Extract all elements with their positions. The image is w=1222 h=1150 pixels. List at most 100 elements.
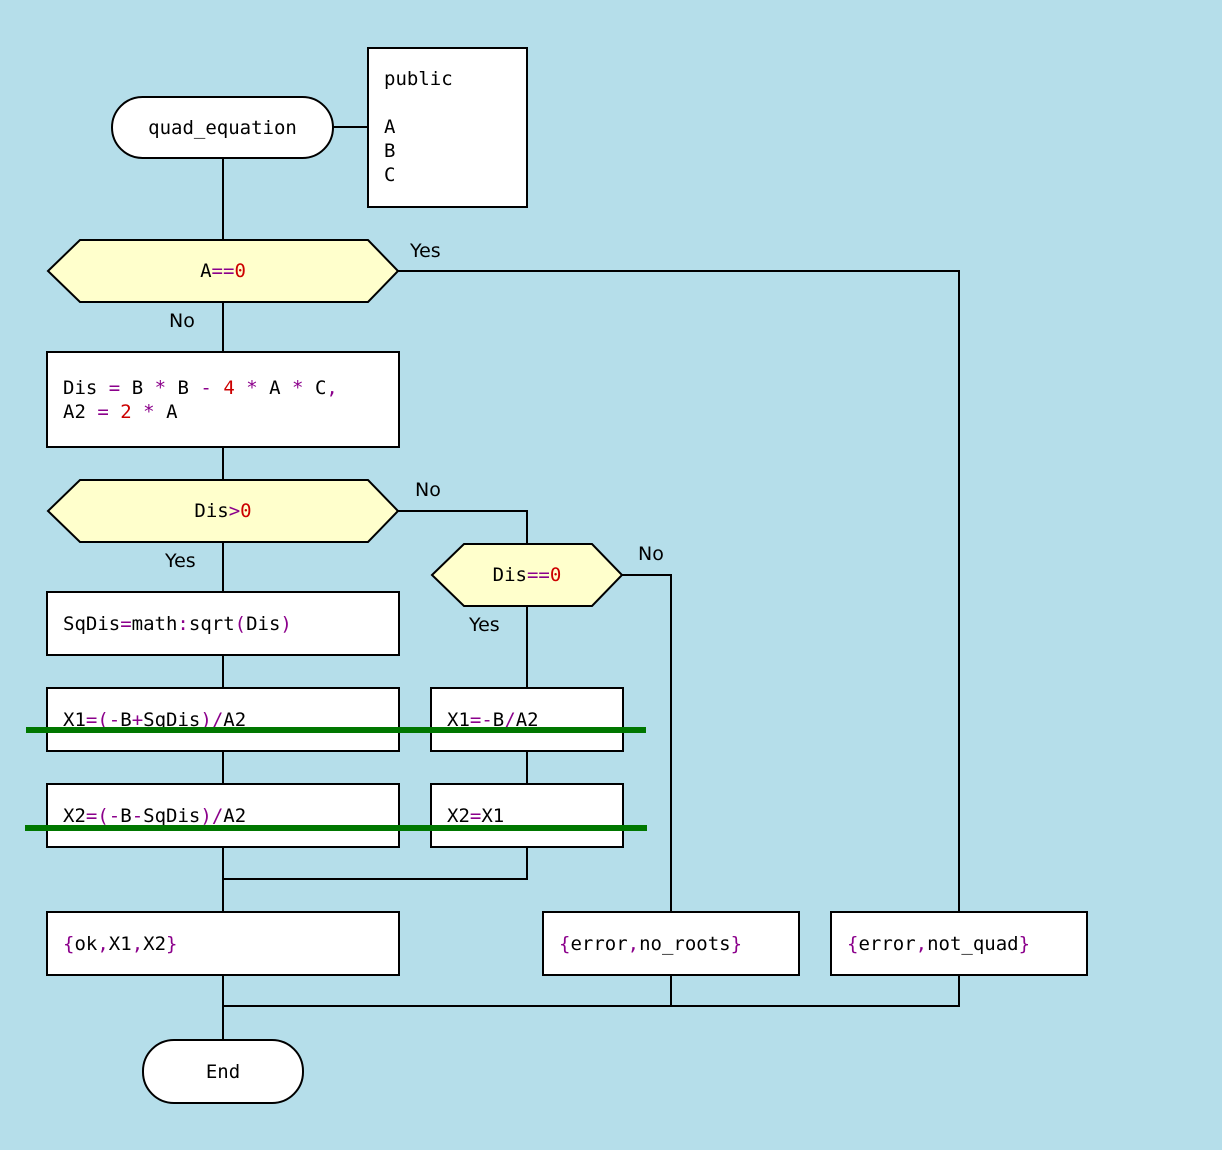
- token: =: [469, 708, 482, 731]
- token: X2: [143, 932, 167, 955]
- token: no_roots: [639, 932, 731, 955]
- token: SqDis: [63, 612, 121, 635]
- token: =: [469, 804, 482, 827]
- token: *: [292, 376, 304, 399]
- token: Dis: [246, 612, 281, 635]
- token: ,: [131, 932, 144, 955]
- token: +: [131, 708, 144, 731]
- token: {: [559, 932, 571, 955]
- yes-label: Yes: [410, 240, 441, 262]
- strikethrough-line: [25, 825, 647, 831]
- token: :: [177, 612, 189, 635]
- token: {: [63, 932, 75, 955]
- token: -: [131, 804, 144, 827]
- token: }: [166, 932, 178, 955]
- token: ): [200, 804, 212, 827]
- yes-label: Yes: [165, 550, 196, 572]
- token: -: [200, 376, 212, 399]
- token: X1: [481, 804, 505, 827]
- token: B: [120, 708, 132, 731]
- result-no-roots[interactable]: {error, no_roots}: [542, 911, 800, 976]
- token: -: [481, 708, 493, 731]
- token: >: [228, 500, 241, 522]
- token: Dis: [492, 564, 527, 586]
- params-title: public: [384, 68, 453, 90]
- strikethrough-line: [26, 727, 646, 733]
- no-label: No: [638, 543, 664, 565]
- token: 2: [120, 400, 132, 423]
- process-x2-two-roots[interactable]: X2 = (-B - SqDis) / A2: [46, 783, 400, 848]
- token: =: [120, 612, 132, 635]
- decision-dis-gt-0-shape: [46, 479, 400, 543]
- token: (: [234, 612, 247, 635]
- params-box[interactable]: public A B C: [367, 47, 528, 208]
- result-ok[interactable]: {ok, X1, X2}: [46, 911, 400, 976]
- process-dis-a2[interactable]: Dis = B * B - 4 * A * C, A2 = 2 * A: [46, 351, 400, 448]
- token: sqrt: [188, 612, 235, 635]
- decision-a-eq-0-shape: [46, 239, 400, 303]
- edge-decision1-yes: [398, 270, 960, 912]
- token: X2: [447, 804, 470, 827]
- token: A: [269, 376, 281, 399]
- process-x1-one-root[interactable]: X1 = -B / A2: [430, 687, 624, 752]
- param-a: A: [384, 116, 396, 138]
- token: 0: [240, 500, 252, 522]
- token: /: [504, 708, 516, 731]
- decision-dis-eq-0-shape: [430, 543, 624, 607]
- token: error: [570, 932, 628, 955]
- token: A: [166, 400, 178, 423]
- token: 4: [223, 376, 235, 399]
- edge-x2b-merge: [223, 846, 528, 880]
- token: A2: [515, 708, 539, 731]
- token: /: [211, 708, 224, 731]
- token: math: [131, 612, 178, 635]
- token: =: [85, 804, 98, 827]
- token: B: [177, 376, 189, 399]
- token: =: [108, 376, 121, 399]
- token: ): [280, 612, 292, 635]
- token: X1: [108, 932, 132, 955]
- token: X1: [63, 708, 86, 731]
- token: ==: [211, 260, 235, 282]
- token: A2: [223, 708, 247, 731]
- end-terminal[interactable]: End: [142, 1039, 304, 1104]
- token: 0: [234, 260, 246, 282]
- decision-dis-eq-0[interactable]: Dis == 0: [432, 544, 622, 606]
- token: ok: [74, 932, 98, 955]
- token: (: [97, 708, 109, 731]
- token: ,: [915, 932, 928, 955]
- token: B: [131, 376, 144, 399]
- process-sqdis[interactable]: SqDis = math:sqrt(Dis): [46, 591, 400, 656]
- token: }: [730, 932, 743, 955]
- token: -: [108, 708, 121, 731]
- token: not_quad: [927, 932, 1019, 955]
- param-c: C: [384, 164, 396, 186]
- decision-dis-gt-0[interactable]: Dis > 0: [48, 480, 398, 542]
- token: ,: [326, 376, 338, 399]
- token: X2: [63, 804, 86, 827]
- decision-a-eq-0[interactable]: A == 0: [48, 240, 398, 302]
- no-label: No: [169, 310, 195, 332]
- start-terminal[interactable]: quad_equation: [111, 96, 334, 159]
- token: A2: [223, 804, 247, 827]
- param-b: B: [384, 140, 396, 162]
- token: SqDis: [143, 804, 201, 827]
- edge-decision3-no: [622, 574, 672, 912]
- edge-decision2-no: [398, 510, 528, 544]
- no-label: No: [415, 479, 441, 501]
- process-x1-two-roots[interactable]: X1 = (-B + SqDis) / A2: [46, 687, 400, 752]
- token: -: [108, 804, 121, 827]
- token: =: [97, 400, 109, 423]
- token: *: [246, 376, 258, 399]
- token: SqDis: [143, 708, 201, 731]
- token: /: [211, 804, 224, 827]
- process-x2-one-root[interactable]: X2 = X1: [430, 783, 624, 848]
- token: {: [847, 932, 859, 955]
- token: Dis: [63, 376, 98, 399]
- token: }: [1018, 932, 1031, 955]
- result-not-quad[interactable]: {error, not_quad}: [830, 911, 1088, 976]
- token: ,: [627, 932, 640, 955]
- token: ,: [97, 932, 109, 955]
- token: ): [200, 708, 212, 731]
- token: B: [120, 804, 132, 827]
